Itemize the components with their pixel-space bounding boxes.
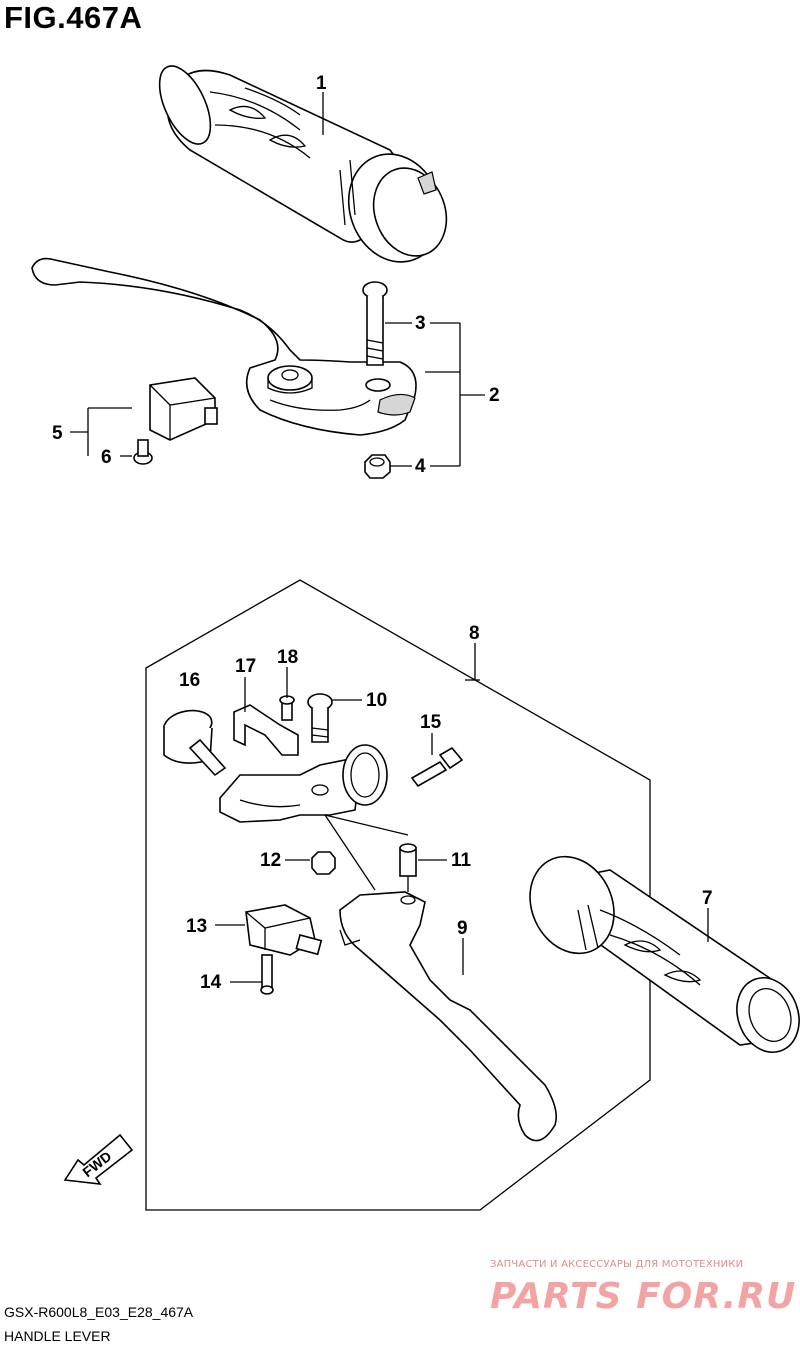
part-13-switch[interactable] (245, 904, 323, 956)
callout-12: 12 (260, 850, 281, 871)
leader-lines-lower (215, 667, 709, 983)
part-4-nut[interactable] (364, 454, 391, 479)
callout-11: 11 (451, 850, 472, 871)
callout-18: 18 (277, 647, 298, 668)
callout-8: 8 (469, 623, 480, 644)
callout-16: 16 (179, 670, 200, 691)
figure-title: FIG.467A (4, 0, 143, 35)
part-11-collar[interactable] (399, 843, 417, 877)
callout-7: 7 (702, 888, 713, 909)
part-6-screw[interactable] (133, 439, 153, 465)
part-5-switch[interactable] (149, 377, 218, 441)
figure-caption: HANDLE LEVER (4, 1328, 111, 1344)
callout-2: 2 (489, 385, 500, 406)
model-code: GSX-R600L8_E03_E28_467A (4, 1304, 194, 1320)
callout-4: 4 (415, 456, 426, 477)
watermark-logo: PARTS FOR.RU (490, 1276, 797, 1317)
part-18-screw[interactable] (279, 695, 295, 721)
callout-5: 5 (52, 423, 63, 444)
part-15-clamp-bolt[interactable] (410, 746, 464, 788)
callout-1: 1 (316, 73, 327, 94)
part-7-grip[interactable] (515, 843, 800, 1061)
callout-15: 15 (420, 712, 442, 733)
callout-13: 13 (186, 916, 207, 937)
part-3-pivot-bolt[interactable] (362, 281, 391, 392)
callout-6: 6 (101, 447, 112, 468)
part-2-lever-assembly[interactable] (31, 257, 417, 436)
callout-9: 9 (457, 918, 468, 939)
callout-3: 3 (415, 313, 426, 334)
callout-17: 17 (235, 656, 256, 677)
part-9-lever[interactable] (339, 891, 558, 1142)
lever-holder[interactable] (219, 744, 388, 823)
callout-10: 10 (366, 690, 387, 711)
part-10-pivot-bolt[interactable] (307, 693, 333, 743)
part-16-adjuster[interactable] (162, 707, 227, 777)
callout-14: 14 (200, 972, 222, 993)
watermark-tagline: ЗАПЧАСТИ И АКСЕССУАРЫ ДЛЯ МОТОТЕХНИКИ (490, 1259, 744, 1270)
part-17-bracket[interactable] (233, 704, 299, 756)
fwd-arrow-icon: FWD (63, 1133, 134, 1185)
part-12-nut[interactable] (311, 851, 336, 875)
leader-lines-upper (70, 92, 485, 467)
part-14-screw[interactable] (260, 954, 274, 995)
assembly-8-boundary (145, 579, 651, 1211)
part-1-grip[interactable] (149, 58, 458, 275)
